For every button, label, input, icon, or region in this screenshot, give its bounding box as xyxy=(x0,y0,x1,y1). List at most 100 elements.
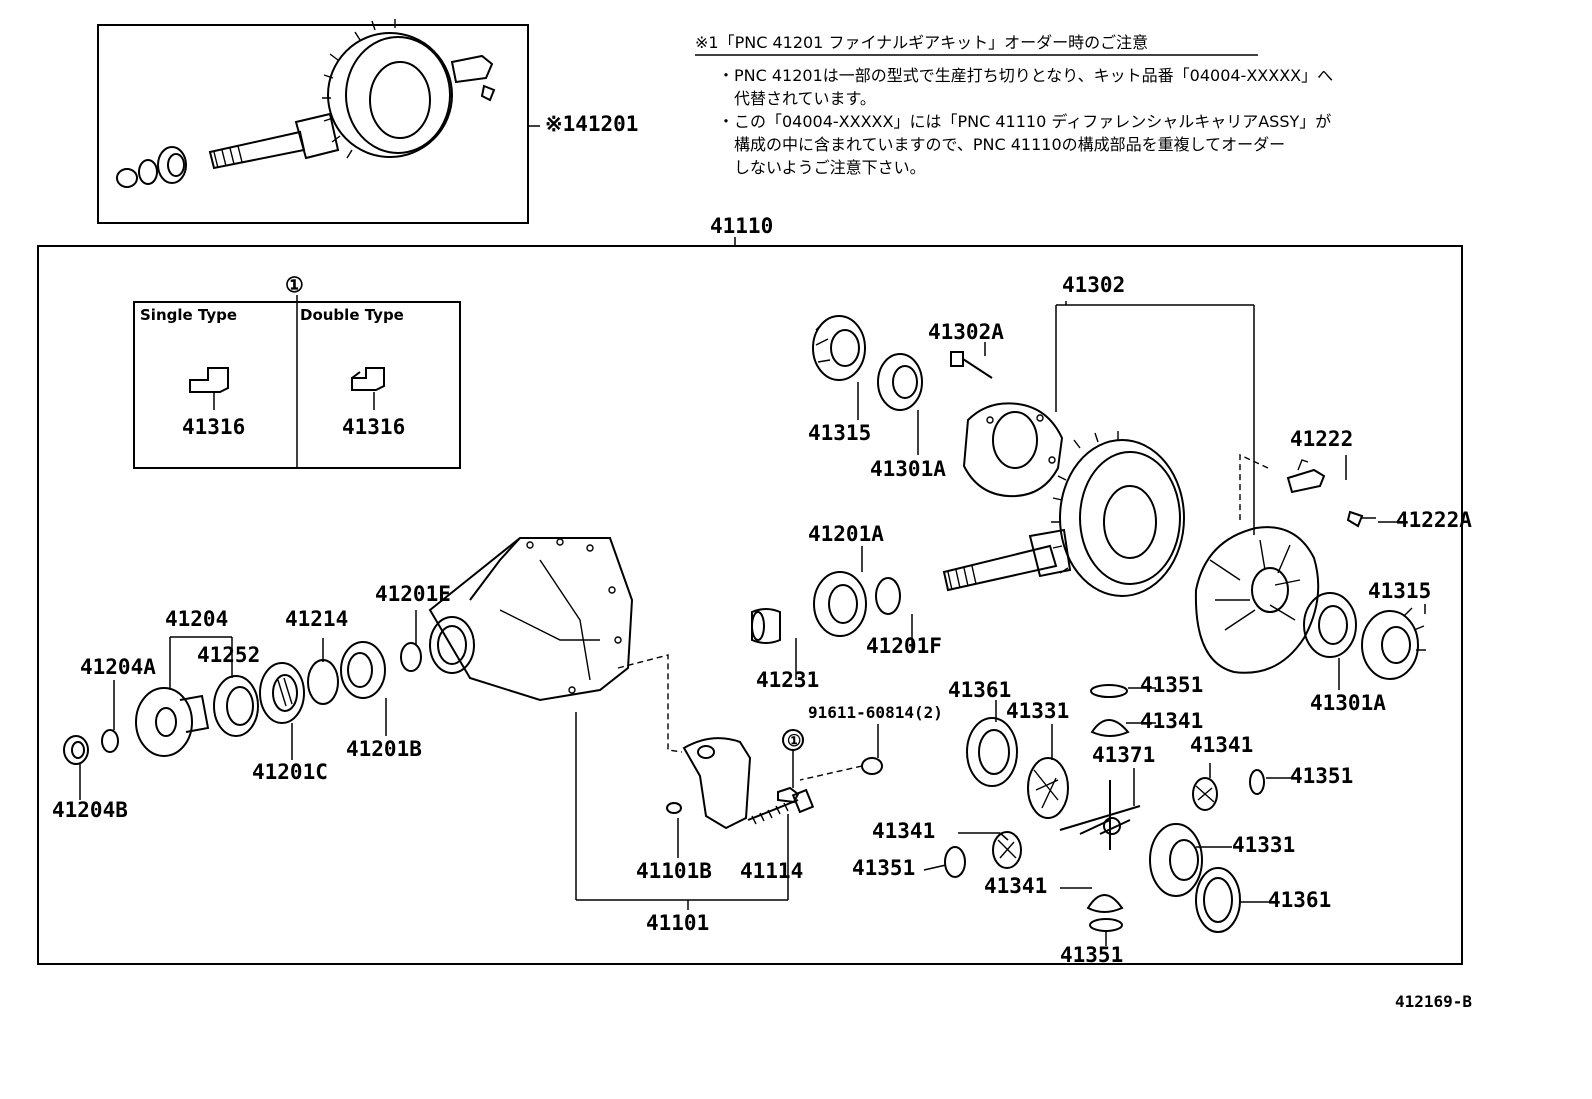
label-91611-60814: 91611-60814(2) xyxy=(808,703,943,722)
carrier-housing-illustration xyxy=(428,537,634,702)
label-41361-right: 41361 xyxy=(1268,888,1331,912)
label-41302A: 41302A xyxy=(928,320,1004,344)
pinion-gear-left-illustration xyxy=(992,831,1022,869)
label-41101: 41101 xyxy=(646,911,709,935)
pinion-washer-right-illustration xyxy=(1249,769,1265,795)
note-line-1: ・PNC 41201は一部の型式で生産打ち切りとなり、キット品番「04004-X… xyxy=(718,66,1333,85)
carrier-assy-box xyxy=(37,245,1463,965)
pinion-washer-bottom-illustration xyxy=(1089,918,1123,932)
shim-f-illustration xyxy=(875,577,901,615)
label-41204A: 41204A xyxy=(80,655,156,679)
label-41371: 41371 xyxy=(1092,743,1155,767)
label-41302: 41302 xyxy=(1062,273,1125,297)
thrust-washer-left-illustration xyxy=(966,717,1018,787)
note-title: ※1「PNC 41201 ファイナルギアキット」オーダー時のご注意 xyxy=(695,33,1148,52)
bearing-cap-illustration xyxy=(682,737,752,830)
differential-case-half-illustration xyxy=(962,402,1064,498)
kit-lock-illustration xyxy=(450,54,496,102)
bearing-spacer-illustration xyxy=(751,608,781,644)
pinion-washer-top-illustration xyxy=(1090,684,1128,698)
pinion-shaft-illustration xyxy=(1059,780,1141,850)
part-labels: 41302 41302A 41315 41301A 41222 41222A 4… xyxy=(52,273,1472,967)
label-41214: 41214 xyxy=(285,607,348,631)
bearing-race-right-illustration xyxy=(1303,592,1357,658)
label-41204: 41204 xyxy=(165,607,228,631)
side-gear-left-illustration xyxy=(1027,757,1069,819)
double-lock-plate-illustration xyxy=(351,367,385,391)
label-41351-bottom: 41351 xyxy=(1060,943,1123,967)
adjusting-lock-illustration xyxy=(1286,459,1326,494)
single-part-label: 41316 xyxy=(182,415,245,439)
pinion-washer-left-illustration xyxy=(944,846,966,878)
diagram-id: 412169-B xyxy=(1395,992,1472,1011)
label-41201E: 41201E xyxy=(375,582,451,606)
label-41201A: 41201A xyxy=(808,522,884,546)
single-type-title: Single Type xyxy=(140,306,237,324)
bolt-91611-illustration xyxy=(861,757,883,775)
label-41222A: 41222A xyxy=(1396,508,1472,532)
label-41315-top: 41315 xyxy=(808,421,871,445)
companion-flange-illustration xyxy=(135,687,210,757)
note-line-4: 構成の中に含まれていますので、PNC 41110の構成部品を重複してオーダー xyxy=(734,135,1285,154)
pinion-gear-bottom-illustration xyxy=(1086,894,1124,913)
double-part-label: 41316 xyxy=(342,415,405,439)
pinion-gear-right-illustration xyxy=(1192,777,1218,811)
label-41252: 41252 xyxy=(197,643,260,667)
label-41114: 41114 xyxy=(740,859,803,883)
plate-washer-illustration xyxy=(101,729,119,753)
bearing-race-left-illustration xyxy=(877,353,923,411)
label-41351-right: 41351 xyxy=(1290,764,1353,788)
type-inset: ① Single Type Double Type 41316 41316 xyxy=(133,273,461,469)
label-41201C: 41201C xyxy=(252,760,328,784)
label-41351-left: 41351 xyxy=(852,856,915,880)
oil-seal-illustration xyxy=(213,675,259,737)
lock-bolt-illustration xyxy=(1346,510,1376,528)
kit-pinion-illustration xyxy=(208,112,340,170)
kit-part-label: ※141201 xyxy=(545,112,638,136)
cap-bolt-illustration xyxy=(747,788,815,825)
label-41341-top: 41341 xyxy=(1140,709,1203,733)
case-bolt-illustration xyxy=(950,351,993,379)
note-line-3: ・この「04004-XXXXX」には「PNC 41110 ディファレンシャルキャ… xyxy=(718,112,1331,131)
label-41341-bottom: 41341 xyxy=(984,874,1047,898)
inset-marker: ① xyxy=(285,273,304,297)
single-lock-plate-illustration xyxy=(189,367,229,393)
drive-pinion-illustration xyxy=(942,528,1072,592)
note-line-5: しないようご注意下さい。 xyxy=(734,158,926,177)
label-41341-left: 41341 xyxy=(872,819,935,843)
order-note: ※1「PNC 41201 ファイナルギアキット」オーダー時のご注意 ・PNC 4… xyxy=(695,33,1333,177)
shim-e-illustration xyxy=(400,642,422,672)
label-41341-mid: 41341 xyxy=(1190,733,1253,757)
thrust-washer-right-illustration xyxy=(1195,867,1241,933)
label-41231: 41231 xyxy=(756,668,819,692)
label-41201B: 41201B xyxy=(346,737,422,761)
label-41222: 41222 xyxy=(1290,427,1353,451)
pinion-gear-top-illustration xyxy=(1090,719,1130,737)
label-41351-top: 41351 xyxy=(1140,673,1203,697)
label-41331-right: 41331 xyxy=(1232,833,1295,857)
label-41301A-right: 41301A xyxy=(1310,691,1386,715)
side-gear-right-illustration xyxy=(1149,823,1203,897)
label-41204B: 41204B xyxy=(52,798,128,822)
label-41361-left: 41361 xyxy=(948,678,1011,702)
note-line-2: 代替されています。 xyxy=(734,89,876,108)
label-41315-right: 41315 xyxy=(1368,579,1431,603)
kit-washer-illustration xyxy=(116,146,187,188)
tapered-bearing-c-illustration xyxy=(259,662,305,724)
label-41101B: 41101B xyxy=(636,859,712,883)
lock-plate-illustration xyxy=(777,786,800,804)
pinion-nut-illustration xyxy=(63,735,89,765)
kit-ring-gear-illustration xyxy=(322,19,453,159)
case-bearing-right-illustration xyxy=(1361,607,1426,680)
cap-washer-illustration xyxy=(666,802,682,814)
small-marker: ① xyxy=(787,731,801,750)
ring-gear-illustration xyxy=(1051,431,1185,597)
tapered-bearing-b-illustration xyxy=(340,641,386,699)
label-41201F: 41201F xyxy=(866,634,942,658)
differential-case-illustration xyxy=(1194,526,1320,674)
leader-lines xyxy=(79,301,1426,946)
label-41301A-top: 41301A xyxy=(870,457,946,481)
label-41331-top: 41331 xyxy=(1006,699,1069,723)
assy-part-label: 41110 xyxy=(710,214,773,238)
